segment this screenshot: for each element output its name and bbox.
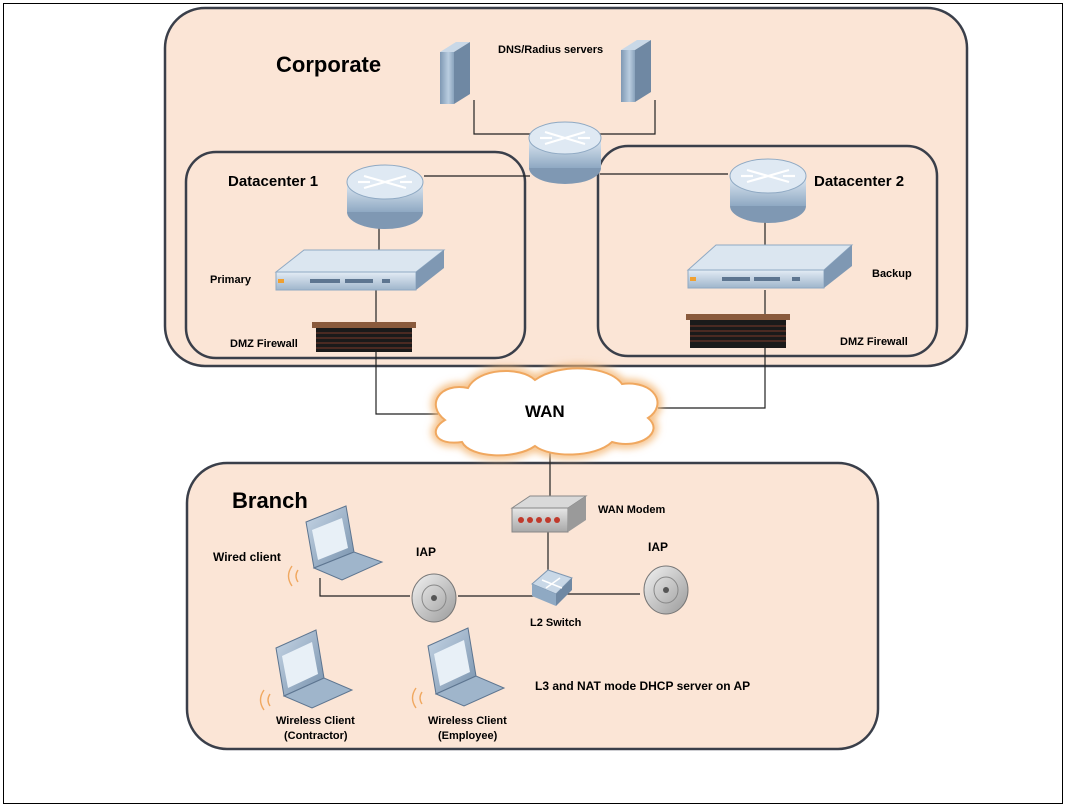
wan-modem-icon <box>510 495 588 533</box>
branch-label: Branch <box>232 488 308 513</box>
iap-left-icon <box>411 573 457 623</box>
datacenter-2-router-icon <box>729 158 807 223</box>
dhcp-note-label: L3 and NAT mode DHCP server on AP <box>535 679 750 693</box>
dns-radius-label: DNS/Radius servers <box>498 44 603 56</box>
wireless-client-employee-label-1: Wireless Client <box>428 715 507 727</box>
l2-switch-label: L2 Switch <box>530 617 582 629</box>
corporate-label: Corporate <box>276 52 381 77</box>
core-router-icon <box>528 121 602 184</box>
datacenter-1-label: Datacenter 1 <box>228 173 318 190</box>
iap-right-icon <box>643 565 689 615</box>
dns-radius-server-right-icon <box>621 40 651 102</box>
iap-left-label: IAP <box>416 545 436 559</box>
primary-controller-icon <box>274 249 446 291</box>
wan-modem-label: WAN Modem <box>598 504 665 516</box>
dmz-firewall-1-label: DMZ Firewall <box>230 338 298 350</box>
backup-controller-icon <box>686 244 854 289</box>
iap-right-label: IAP <box>648 540 668 554</box>
dns-radius-server-left-icon <box>440 42 470 104</box>
wireless-client-contractor-label-2: (Contractor) <box>284 730 348 742</box>
dmz-firewall-2-icon <box>686 314 790 348</box>
wan-label: WAN <box>525 402 565 421</box>
datacenter-1-router-icon <box>346 164 424 229</box>
diagram-frame <box>3 3 1063 804</box>
datacenter-2-label: Datacenter 2 <box>814 173 904 190</box>
wireless-client-employee-label-2: (Employee) <box>438 730 498 742</box>
wireless-client-contractor-laptop-icon <box>259 629 354 711</box>
primary-label: Primary <box>210 274 252 286</box>
dmz-firewall-2-label: DMZ Firewall <box>840 336 908 348</box>
backup-label: Backup <box>872 268 912 280</box>
dmz-firewall-1-icon <box>312 322 416 352</box>
wireless-client-employee-laptop-icon <box>411 627 506 709</box>
wan-cloud-icon <box>431 364 662 460</box>
connection-lines <box>319 100 766 597</box>
branch-zone <box>185 461 880 751</box>
wired-client-laptop-icon <box>287 505 384 587</box>
wireless-client-contractor-label-1: Wireless Client <box>276 715 355 727</box>
wired-client-label: Wired client <box>213 550 281 564</box>
l2-switch-icon <box>531 569 573 606</box>
